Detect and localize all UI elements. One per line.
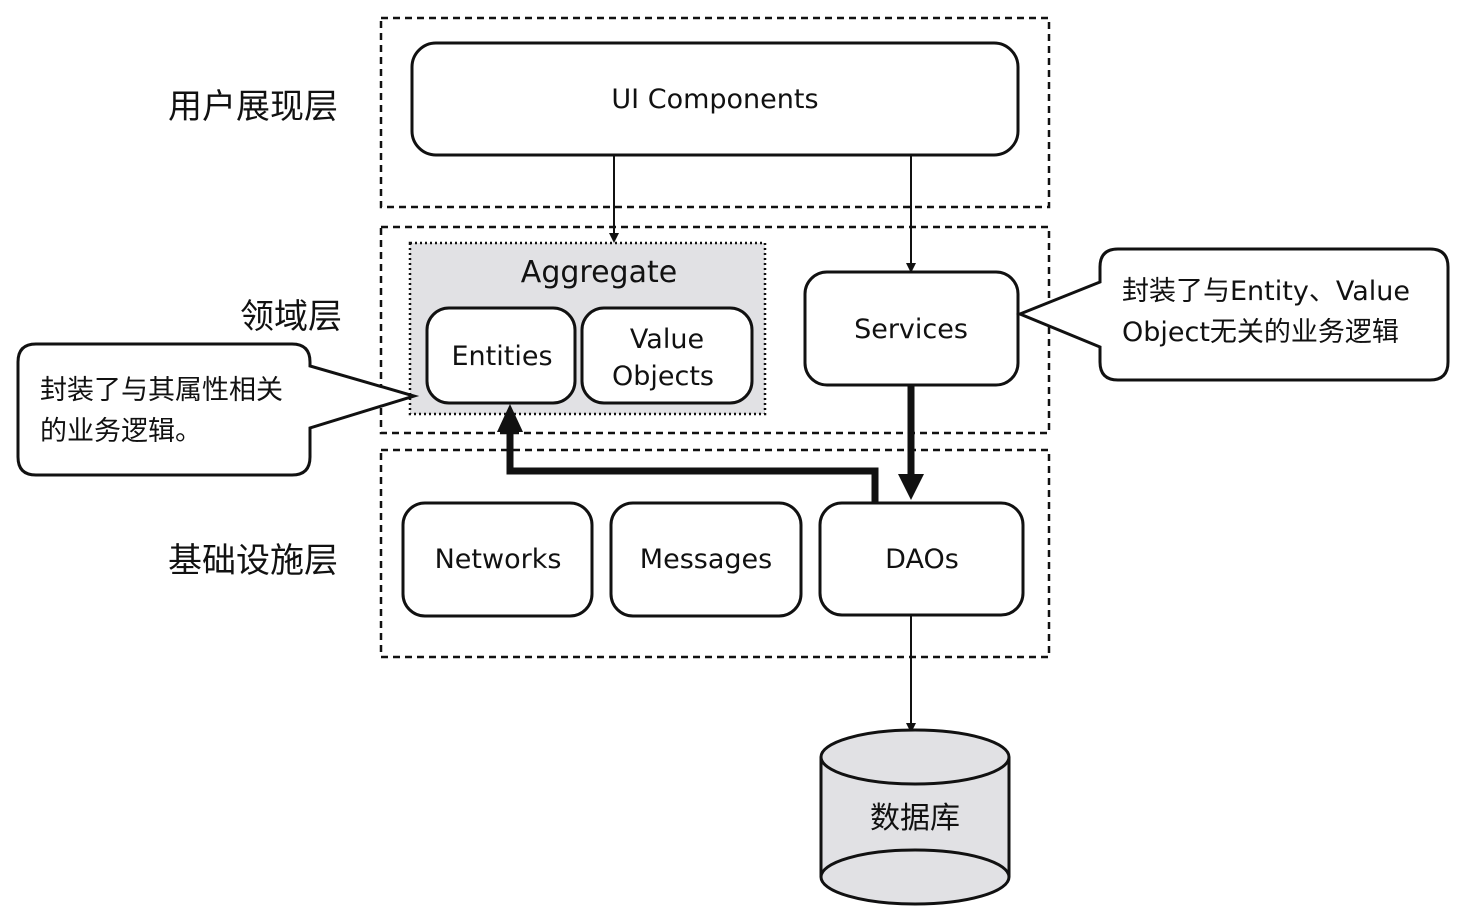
infrastructure-layer-label: 基础设施层 (168, 541, 338, 581)
aggregate-label: Aggregate (521, 255, 677, 290)
value-objects-label-line1: Value (630, 324, 704, 355)
services-callout-line1: 封装了与Entity、Value (1122, 276, 1410, 307)
database-cylinder (819, 728, 1011, 906)
aggregate-callout-line1: 封装了与其属性相关 (40, 375, 283, 406)
presentation-layer-frame (379, 16, 1051, 209)
domain-layer-label: 领域层 (240, 297, 342, 337)
networks-label: Networks (435, 544, 562, 575)
entities-label: Entities (451, 341, 552, 372)
messages-box (609, 501, 803, 618)
database-label: 数据库 (870, 801, 960, 836)
networks-box (401, 501, 594, 618)
value-objects-box (580, 306, 754, 405)
daos-label: DAOs (885, 544, 959, 575)
presentation-layer-label: 用户展现层 (168, 87, 338, 127)
domain-layer-frame (379, 225, 1051, 435)
value-objects-label-line2: Objects (612, 361, 714, 392)
daos-box (818, 501, 1025, 617)
services-label: Services (854, 314, 968, 345)
aggregate-callout-line2: 的业务逻辑。 (40, 416, 202, 447)
services-callout-line2: Object无关的业务逻辑 (1122, 317, 1399, 348)
arrow-daos-to-entities (506, 428, 879, 502)
infrastructure-layer-frame (379, 448, 1051, 659)
ui-components-box (410, 41, 1020, 157)
aggregate-callout (16, 342, 420, 477)
arrow-daos-to-entities-head (497, 404, 523, 432)
messages-label: Messages (640, 544, 772, 575)
arrow-services-to-daos-head (898, 474, 924, 500)
entities-box (425, 306, 577, 405)
services-callout (1016, 247, 1450, 382)
ui-components-label: UI Components (611, 84, 818, 115)
